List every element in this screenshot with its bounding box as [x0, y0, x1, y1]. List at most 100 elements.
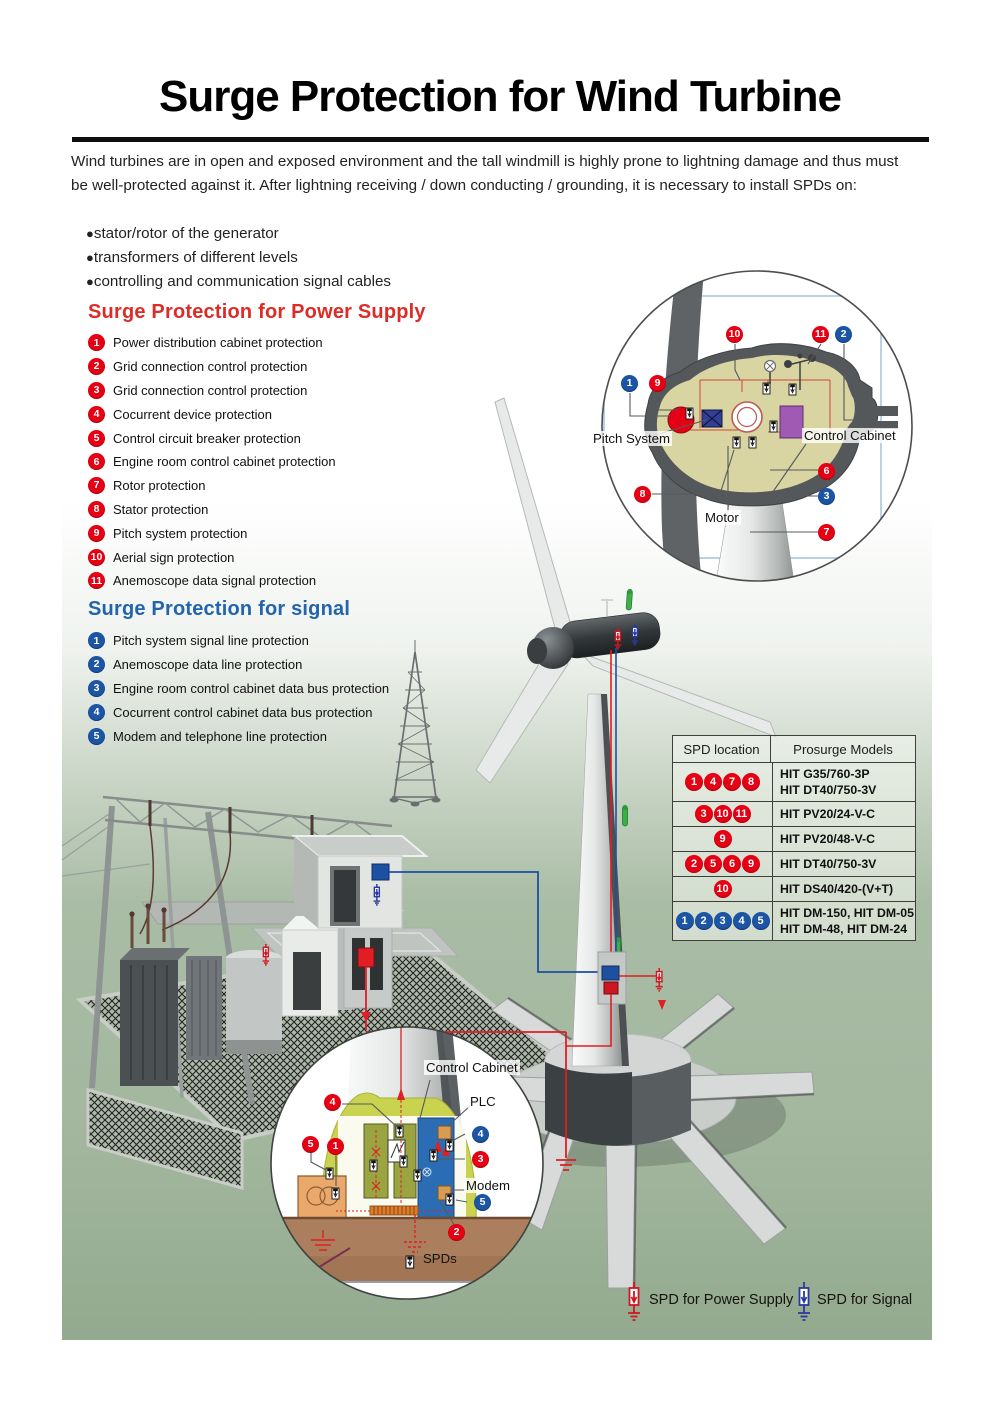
- item-label: Modem and telephone line protection: [113, 728, 327, 744]
- spd-location-badge: 5: [704, 855, 722, 873]
- list-item: 9 Pitch system protection: [88, 521, 336, 545]
- item-label: Pitch system protection: [113, 525, 248, 541]
- label-motor: Motor: [703, 510, 741, 525]
- item-label: Grid connection control protection: [113, 359, 308, 375]
- spd-location-badge: 6: [723, 855, 741, 873]
- label-control-cabinet-base: Control Cabinet: [424, 1060, 520, 1075]
- item-number-badge: 7: [88, 477, 105, 495]
- callout-badge: 11: [812, 326, 829, 343]
- callout-badge: 5: [302, 1136, 319, 1153]
- spd-location-badge: 2: [685, 855, 703, 873]
- item-number-badge: 9: [88, 524, 105, 542]
- label-plc: PLC: [468, 1094, 498, 1109]
- item-number-badge: 5: [88, 429, 105, 447]
- power-section-heading: Surge Protection for Power Supply: [88, 301, 426, 323]
- label-modem: Modem: [464, 1178, 512, 1193]
- callout-badge: 2: [835, 326, 852, 343]
- model-cell: HIT DT40/750-3V: [773, 852, 915, 876]
- spd-location-cell: 9: [673, 827, 773, 851]
- callout-badge: 9: [649, 375, 666, 392]
- item-label: Pitch system signal line protection: [113, 633, 309, 649]
- callout-badge: 10: [726, 326, 743, 343]
- callout-badge: 4: [472, 1126, 489, 1143]
- item-number-badge: 3: [88, 679, 105, 697]
- item-number-badge: 6: [88, 453, 105, 471]
- spd-location-cell: 10: [673, 877, 773, 901]
- callout-badge: 1: [621, 375, 638, 392]
- title-rule: [72, 137, 929, 142]
- model-cell: HIT PV20/24-V-C: [773, 802, 915, 826]
- label-spds: SPDs: [423, 1251, 457, 1266]
- model-cell: HIT DS40/420-(V+T): [773, 877, 915, 901]
- table-row: 10 HIT DS40/420-(V+T): [673, 877, 915, 902]
- bullet-item: ●transformers of different levels: [86, 248, 298, 266]
- model-name: HIT PV20/48-V-C: [780, 832, 875, 846]
- item-number-badge: 10: [88, 548, 105, 566]
- callout-badge: 6: [818, 463, 835, 480]
- antenna-tower: [389, 640, 441, 807]
- spd-location-badge: 10: [713, 805, 732, 823]
- callout-badge: 3: [472, 1151, 489, 1168]
- column-header-location: SPD location: [673, 736, 771, 762]
- page-title: Surge Protection for Wind Turbine: [159, 72, 842, 121]
- model-name: HIT DS40/420-(V+T): [780, 882, 894, 896]
- spd-location-badge: 1: [685, 773, 703, 791]
- model-name: HIT DT40/750-3V: [780, 783, 877, 797]
- model-name: HIT G35/760-3P: [780, 767, 870, 781]
- item-number-badge: 2: [88, 656, 105, 674]
- signal-section-heading: Surge Protection for signal: [88, 598, 351, 620]
- callout-badge: 1: [327, 1138, 344, 1155]
- label-control-cabinet: Control Cabinet: [802, 428, 898, 443]
- item-number-badge: 5: [88, 727, 105, 745]
- callout-nacelle: [601, 270, 913, 582]
- bullet-icon: ●: [86, 249, 94, 265]
- control-house: [291, 835, 429, 929]
- item-number-badge: 11: [88, 572, 105, 590]
- legend-signal-label: SPD for Signal: [817, 1292, 913, 1308]
- item-label: Rotor protection: [113, 478, 206, 494]
- bullet-icon: ●: [86, 273, 94, 289]
- bullet-list: ●stator/rotor of the generator ●transfor…: [86, 222, 391, 293]
- label-pitch-system: Pitch System: [591, 431, 672, 446]
- bullet-item: ●stator/rotor of the generator: [86, 225, 279, 242]
- callout-badge: 3: [818, 488, 835, 505]
- spd-location-badge: 2: [694, 912, 713, 930]
- item-label: Control circuit breaker protection: [113, 430, 301, 446]
- item-label: Grid connection control protection: [113, 382, 308, 398]
- model-name: HIT DM-150, HIT DM-05: [780, 906, 914, 920]
- callout-badge: 5: [474, 1194, 491, 1211]
- callout-badge: 2: [448, 1224, 465, 1241]
- item-label: Cocurrent control cabinet data bus prote…: [113, 704, 373, 720]
- spd-location-badge: 5: [751, 912, 770, 930]
- spd-location-badge: 1: [675, 912, 694, 930]
- spd-power-icon: [627, 1281, 641, 1321]
- item-label: Cocurrent device protection: [113, 406, 272, 422]
- surge-wiring: [361, 648, 666, 1171]
- item-number-badge: 1: [88, 334, 105, 352]
- table-header: SPD location Prosurge Models: [673, 736, 915, 763]
- spd-signal-icon: [797, 1281, 811, 1321]
- spd-location-badge: 9: [713, 830, 732, 848]
- column-header-models: Prosurge Models: [793, 741, 893, 757]
